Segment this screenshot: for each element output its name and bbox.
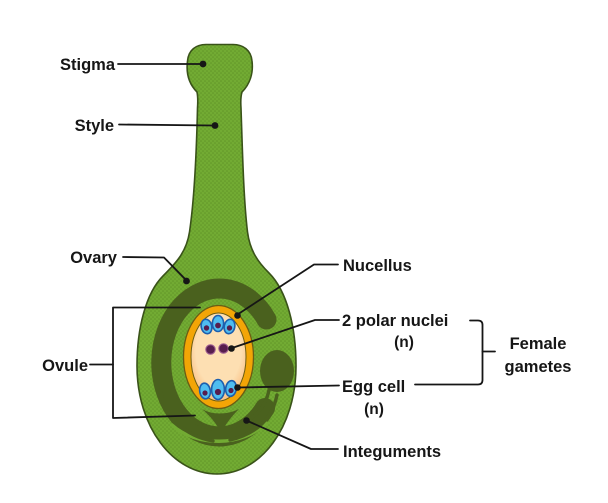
nucellus-leader-line <box>236 263 339 316</box>
leader-dots <box>183 60 250 424</box>
polar-nuclei-pointer-dot <box>228 345 235 352</box>
style-label: Style <box>75 117 114 135</box>
integuments-pointer-dot <box>243 417 250 424</box>
cell-nucleus <box>202 390 208 396</box>
style-pointer-dot <box>211 122 219 129</box>
pistil-halftone-texture <box>137 44 296 474</box>
ovary-pointer-dot <box>183 277 190 285</box>
integument-arcs <box>158 381 279 443</box>
embryo-sac <box>190 312 247 402</box>
cell-nucleus <box>215 322 221 329</box>
cell-nucleus <box>214 388 222 396</box>
micropyle-wedge <box>202 409 239 433</box>
cell-nucleus <box>226 325 233 331</box>
integuments-leader-line <box>245 419 339 450</box>
leader-lines <box>89 63 496 450</box>
nucellus-pointer-dot <box>234 312 241 319</box>
egg-cell-pointer-dot <box>234 384 241 391</box>
polar-nucleus <box>205 344 216 355</box>
female-gametes-bracket <box>414 319 484 386</box>
polar-nucleus <box>218 343 229 354</box>
polar-nuclei-leader-line <box>231 319 340 349</box>
ovary-leader-line <box>122 256 187 281</box>
stigma-label: Stigma <box>60 56 116 74</box>
ovary-label: Ovary <box>70 249 118 267</box>
style-leader-line <box>118 123 215 127</box>
antipodal-cells <box>200 314 236 335</box>
ovule-wall-ring <box>151 278 277 447</box>
egg-cell-leader-line <box>237 384 340 389</box>
egg-apparatus-nuclei <box>202 387 234 396</box>
stigma-pointer-dot <box>199 60 207 68</box>
labels: Stigma Style Ovary Ovule Nucellus 2 pola… <box>42 56 571 461</box>
integuments-label: Integuments <box>343 443 441 461</box>
integument-arc <box>231 388 271 429</box>
female-gametes-label-line1: Female <box>510 335 567 353</box>
integument-arc <box>158 388 215 443</box>
polar-nuclei <box>205 343 229 355</box>
inner-light-arc <box>170 421 268 443</box>
integument-arc <box>168 381 214 431</box>
polar-nuclei-ploidy-label: (n) <box>394 334 414 351</box>
egg-cell-label: Egg cell <box>342 378 405 396</box>
cell-nucleus <box>203 325 210 331</box>
ovule-wall-hook <box>260 350 294 392</box>
antipodal-nuclei <box>203 322 233 331</box>
nucellus-label: Nucellus <box>343 257 412 275</box>
cell-nucleus <box>228 387 234 394</box>
ovule-bracket <box>112 306 201 419</box>
integument-arc <box>228 393 279 442</box>
polar-nuclei-label: 2 polar nuclei <box>342 312 448 330</box>
egg-cell-ploidy-label: (n) <box>364 401 384 418</box>
female-gametes-label-line2: gametes <box>505 358 572 376</box>
ovule-label: Ovule <box>42 357 88 375</box>
